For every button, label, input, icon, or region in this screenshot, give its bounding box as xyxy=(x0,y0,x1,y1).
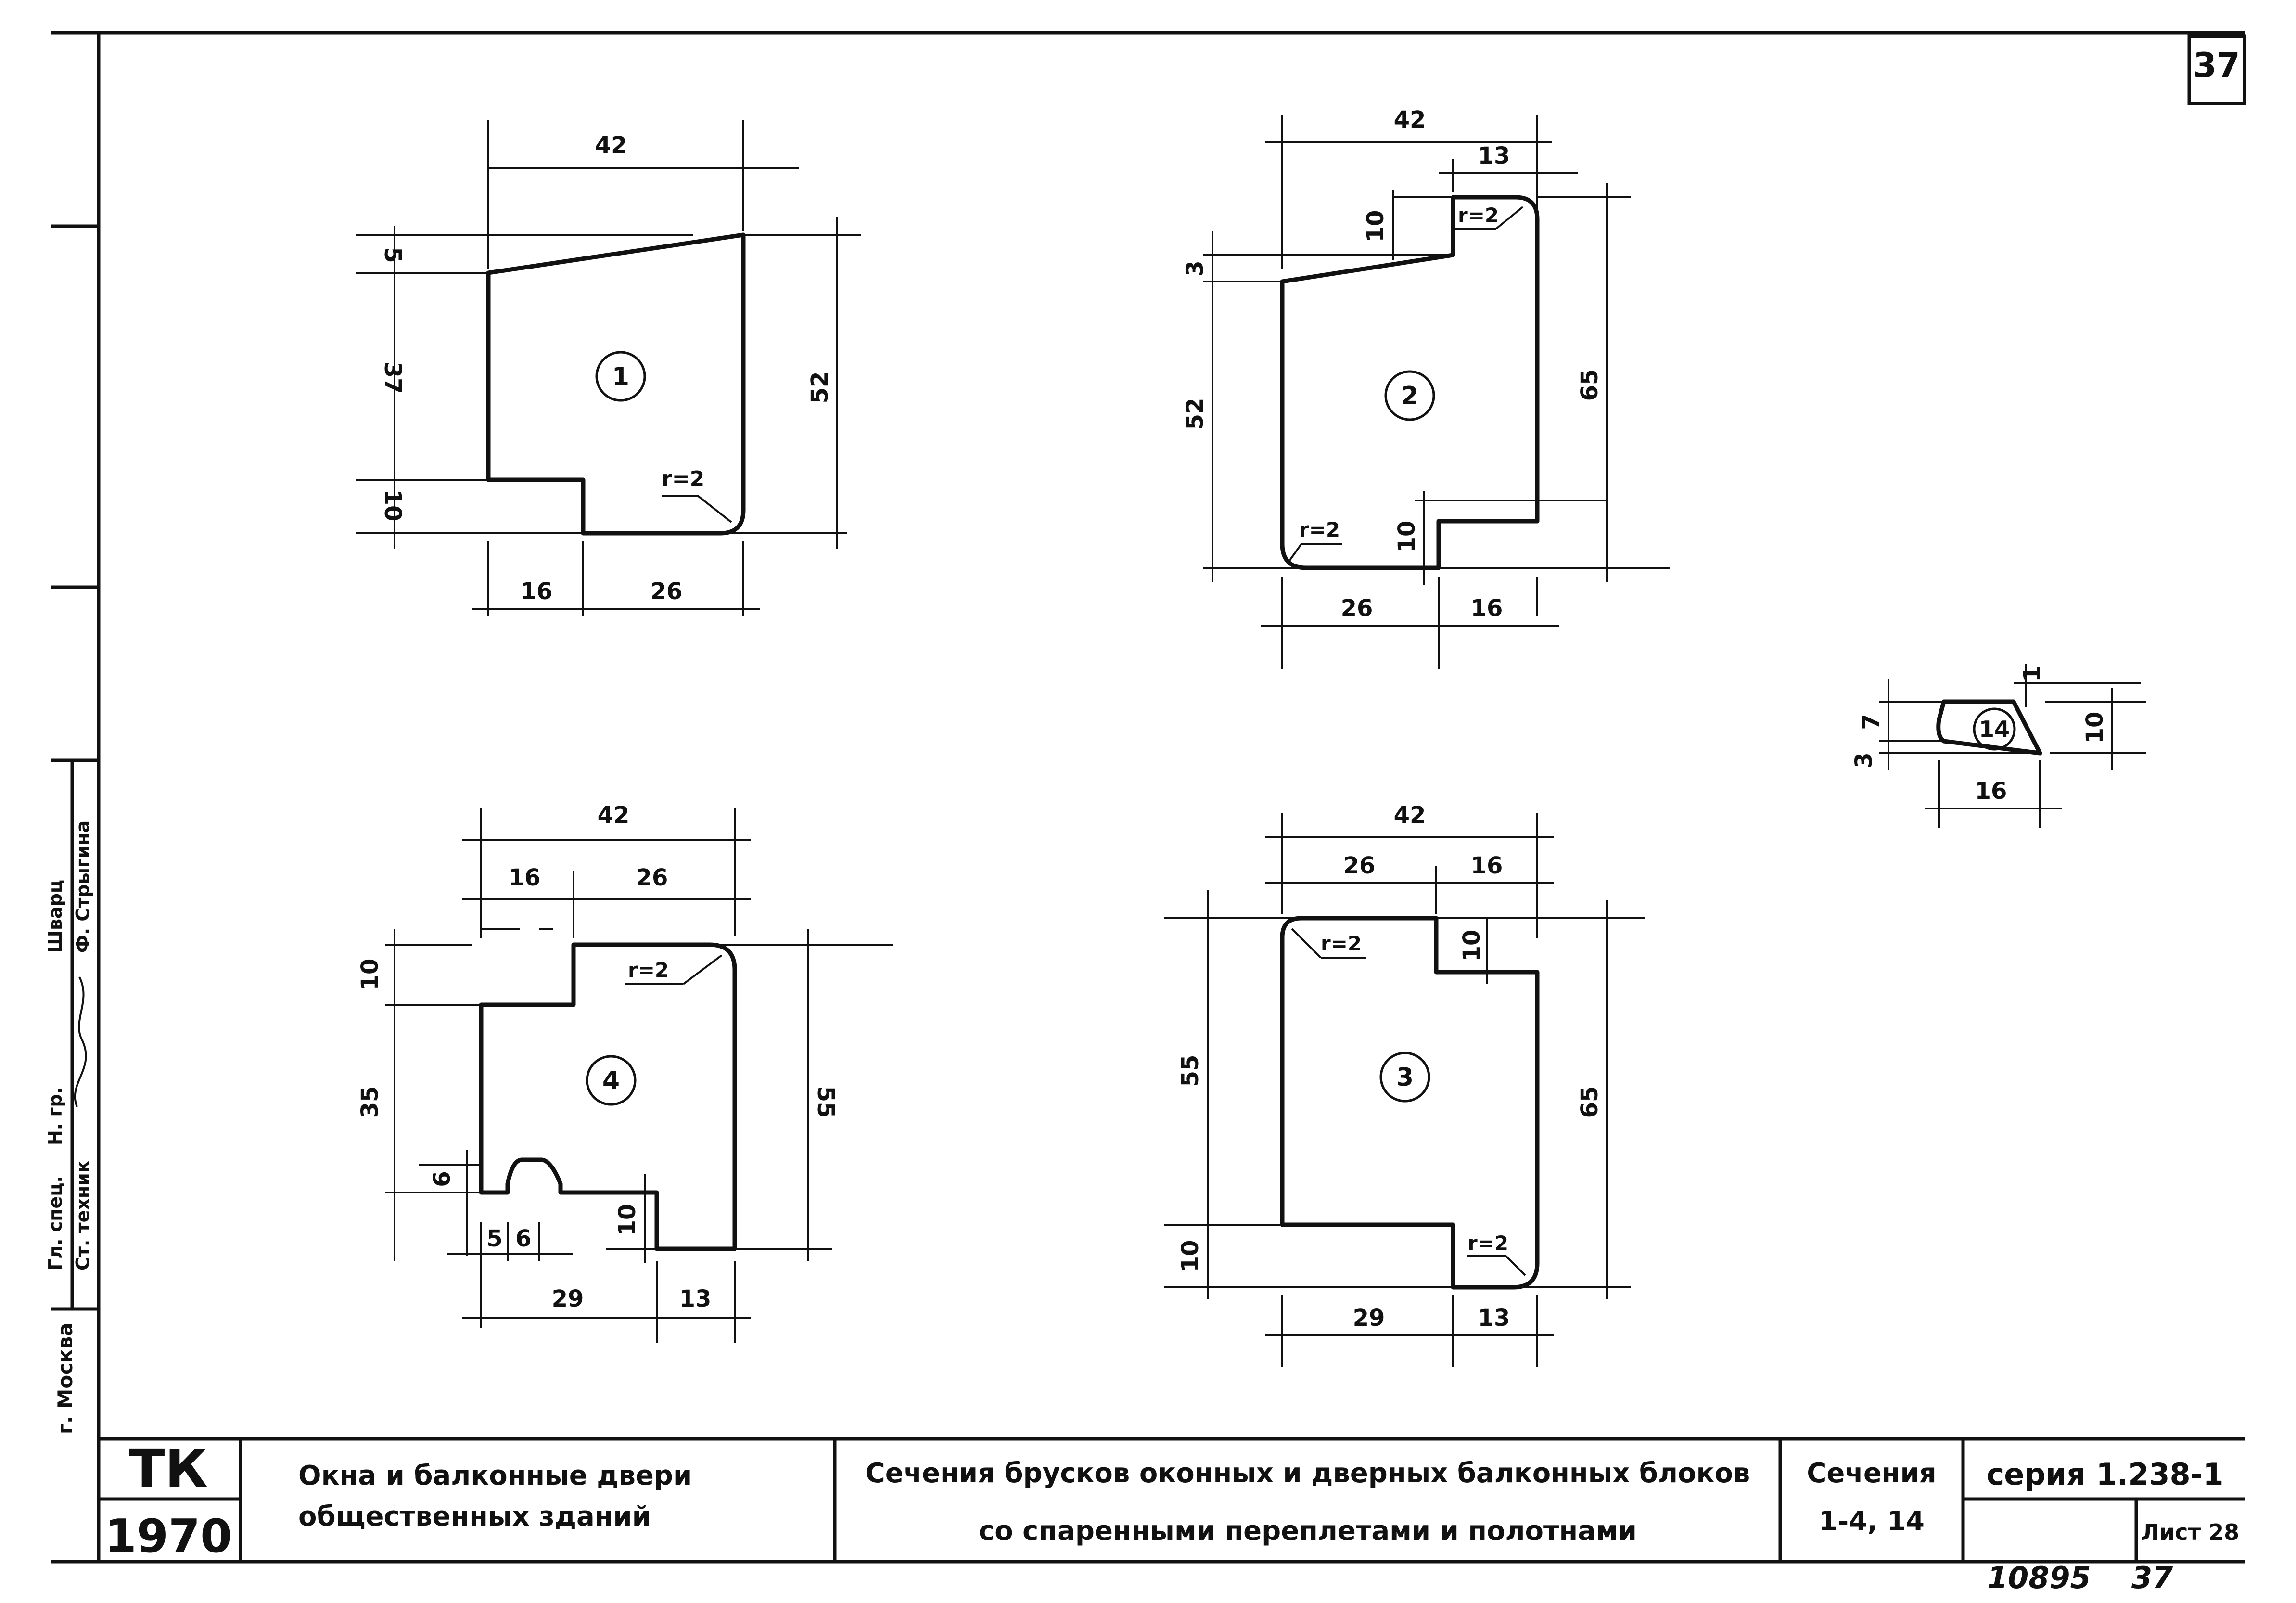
stamp-name-1: Шварц xyxy=(45,880,66,953)
archive-number: 10895 xyxy=(1987,1560,2091,1595)
org-year: 1970 xyxy=(105,1510,232,1563)
profile-2-dim-slope: 3 xyxy=(1182,260,1209,276)
title-block xyxy=(99,1437,2245,1562)
org-code: ТК xyxy=(129,1438,208,1500)
profile-2-dim-rebate-width: 16 xyxy=(1471,595,1503,622)
profile-14-dim-width: 16 xyxy=(1975,778,2007,805)
signature-mark xyxy=(74,976,87,1107)
profile-3-dim-top-width: 26 xyxy=(1343,852,1376,879)
profile-4-dim-right-step: 13 xyxy=(679,1285,712,1312)
profile-14-label: 14 xyxy=(1979,716,2010,742)
profile-4-dim-rebate-height: 10 xyxy=(357,959,383,991)
profile-14-dim-chamfer: 1 xyxy=(2019,666,2046,681)
sections-label: Сечения xyxy=(1807,1458,1936,1489)
profile-2-radius-top: r=2 xyxy=(1458,204,1499,227)
profile-3-dimension-lines xyxy=(1164,813,1645,1367)
profile-14-dimension-lines xyxy=(1879,664,2146,828)
profile-2-dim-width: 42 xyxy=(1394,106,1426,133)
profile-4: 4 r=2 42 16 26 10 35 55 6 10 5 6 29 13 xyxy=(357,802,893,1343)
sheet-number: 37 xyxy=(2193,46,2240,85)
profile-2: 2 r=2 r=2 42 13 10 3 52 65 10 26 16 xyxy=(1182,106,1670,669)
profile-3-dim-left-height: 55 xyxy=(1177,1055,1204,1087)
stamp-role-3: Ст. техник xyxy=(72,1160,93,1270)
profile-4-dim-bottom-width: 29 xyxy=(552,1285,584,1312)
side-stamp: г. Москва Гл. спец. Н. гр. Ст. техник Шв… xyxy=(45,224,99,1435)
profile-1-label: 1 xyxy=(612,362,629,391)
stamp-name-2: Ф. Стрыгина xyxy=(72,821,93,953)
profile-14-dim-height: 10 xyxy=(2081,712,2108,744)
profile-2-label: 2 xyxy=(1401,382,1418,410)
profile-4-dim-groove-width: 6 xyxy=(515,1225,531,1252)
profile-3-dim-rebate-width: 16 xyxy=(1471,852,1503,879)
profile-2-dim-left-height: 52 xyxy=(1182,398,1209,430)
sections-range: 1-4, 14 xyxy=(1819,1506,1925,1537)
profile-3-label: 3 xyxy=(1396,1063,1414,1092)
profile-14: 14 1 7 3 10 16 xyxy=(1850,664,2146,828)
profile-1-radius: r=2 xyxy=(662,467,704,491)
profile-4-dim-top-width: 26 xyxy=(636,864,668,891)
profile-4-outline xyxy=(479,942,737,1251)
subject-line-2: общественных зданий xyxy=(298,1501,651,1532)
archive-page: 37 xyxy=(2131,1560,2173,1595)
profile-3-dim-right-step: 13 xyxy=(1478,1305,1510,1332)
sheet-label: Лист 28 xyxy=(2141,1519,2239,1545)
profile-1-dim-slope: 5 xyxy=(379,247,406,263)
stamp-role-2: Н. гр. xyxy=(45,1087,66,1145)
profile-4-dim-rebate-width: 16 xyxy=(509,864,541,891)
profile-1-dim-bottom-width: 26 xyxy=(651,578,683,605)
profile-3-dim-bottom-width: 29 xyxy=(1353,1305,1385,1332)
series-label: серия 1.238-1 xyxy=(1986,1457,2223,1492)
subject-line-1: Окна и балконные двери xyxy=(298,1460,692,1491)
profile-2-radius-bottom: r=2 xyxy=(1299,518,1340,541)
profile-4-dim-total-height: 55 xyxy=(812,1086,839,1118)
profile-4-dim-width: 42 xyxy=(598,802,630,829)
profile-2-dim-top-step: 13 xyxy=(1478,142,1510,169)
sheet-frame xyxy=(51,31,2246,1564)
profile-3-radius-bottom: r=2 xyxy=(1467,1231,1508,1255)
profile-1-dim-width: 42 xyxy=(595,132,627,159)
profile-2-dimension-lines xyxy=(1203,115,1670,669)
profile-2-dim-total-height: 65 xyxy=(1576,369,1603,401)
profile-4-dimension-lines xyxy=(385,808,893,1343)
profile-14-dim-bottom-offset: 3 xyxy=(1850,752,1877,768)
profile-2-outline xyxy=(1280,195,1540,570)
profile-3-dim-bottom-height: 10 xyxy=(1177,1240,1204,1272)
profile-3-dim-rebate-height: 10 xyxy=(1458,930,1485,962)
profile-1-dim-rebate-height: 10 xyxy=(379,489,406,522)
stamp-city: г. Москва xyxy=(53,1323,77,1435)
profile-1: 1 r=2 42 5 37 10 52 16 26 xyxy=(356,120,861,616)
sheet-title-line-1: Сечения брусков оконных и дверных балкон… xyxy=(866,1458,1750,1489)
sheet-title-line-2: со спаренными переплетами и полотнами xyxy=(979,1515,1637,1547)
profile-3-dim-total-height: 65 xyxy=(1576,1086,1603,1118)
profile-4-dim-groove-offset: 5 xyxy=(486,1225,502,1252)
profile-4-dim-bottom-rebate: 10 xyxy=(614,1204,641,1236)
stamp-role-1: Гл. спец. xyxy=(45,1176,66,1270)
profile-1-dim-left-height: 37 xyxy=(379,362,406,394)
profile-1-dimension-lines xyxy=(356,120,861,616)
profile-4-radius: r=2 xyxy=(628,958,669,982)
profile-3-radius-top: r=2 xyxy=(1321,932,1362,955)
profile-2-dim-top-height: 10 xyxy=(1362,210,1389,243)
profile-14-outline xyxy=(1936,699,2042,756)
profile-1-dim-rebate-width: 16 xyxy=(521,578,553,605)
profile-4-dim-left-height: 35 xyxy=(357,1086,383,1118)
profile-3: 3 r=2 r=2 42 26 16 10 55 65 10 29 13 xyxy=(1164,802,1645,1367)
profile-14-dim-left-height: 7 xyxy=(1858,714,1885,730)
profile-1-dim-total-height: 52 xyxy=(806,372,833,404)
profile-2-dim-rebate-height: 10 xyxy=(1393,521,1420,553)
profile-4-dim-groove-depth: 6 xyxy=(429,1171,456,1187)
profile-3-dim-width: 42 xyxy=(1394,802,1426,829)
profile-2-dim-bottom-width: 26 xyxy=(1341,595,1373,622)
profile-4-label: 4 xyxy=(602,1066,620,1095)
